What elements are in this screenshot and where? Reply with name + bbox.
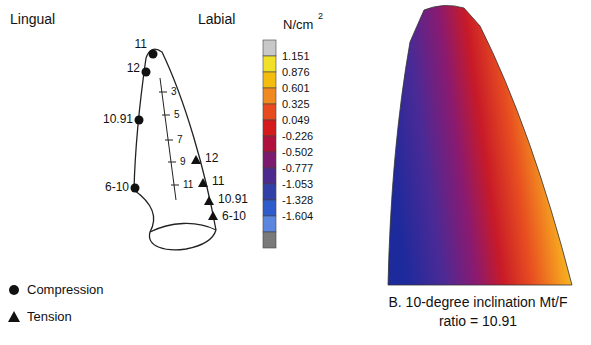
value-label: 10.91 [103, 113, 133, 126]
legend-text: Compression [27, 283, 104, 297]
colorbar-value: -0.502 [282, 146, 313, 158]
colorbar-value: -1.053 [282, 178, 313, 190]
value-label: 10.91 [218, 193, 248, 206]
caption: B. 10-degree inclination Mt/F ratio = 10… [378, 293, 578, 331]
colorbar-value: 0.876 [282, 66, 310, 78]
unit-exponent: 2 [318, 12, 323, 22]
colorbar-value: -1.328 [282, 194, 313, 206]
colorbar-value: 0.049 [282, 114, 310, 126]
value-label: 6-10 [105, 181, 129, 194]
value-label: 12 [127, 62, 140, 75]
colorbar-value: -1.604 [282, 210, 313, 222]
side-label: Lingual [10, 12, 55, 27]
scale-number: 7 [177, 134, 183, 145]
colorbar-value: 0.601 [282, 82, 310, 94]
color-bar [263, 40, 276, 248]
colorbar-value: 0.325 [282, 98, 310, 110]
tooth-outline [134, 49, 216, 250]
colorbar-value: -0.226 [282, 130, 313, 142]
value-label: 11 [135, 38, 147, 51]
value-label: 6-10 [222, 210, 246, 223]
unit-label: N/cm [283, 18, 313, 32]
value-label: 12 [205, 152, 218, 165]
side-label: Labial [198, 12, 235, 27]
value-label: 11 [212, 175, 224, 188]
legend-triangle [8, 311, 20, 322]
scale-number: 3 [171, 86, 177, 97]
scale-number: 9 [180, 156, 186, 167]
scale-number: 5 [174, 109, 180, 120]
scale-line [159, 78, 179, 200]
scale-number: 11 [183, 179, 193, 190]
colorbar-value: -0.777 [282, 162, 313, 174]
colorbar-value: 1.151 [282, 50, 310, 62]
stress-tooth [388, 5, 572, 285]
legend-circle [9, 285, 19, 295]
legend-text: Tension [27, 310, 72, 324]
